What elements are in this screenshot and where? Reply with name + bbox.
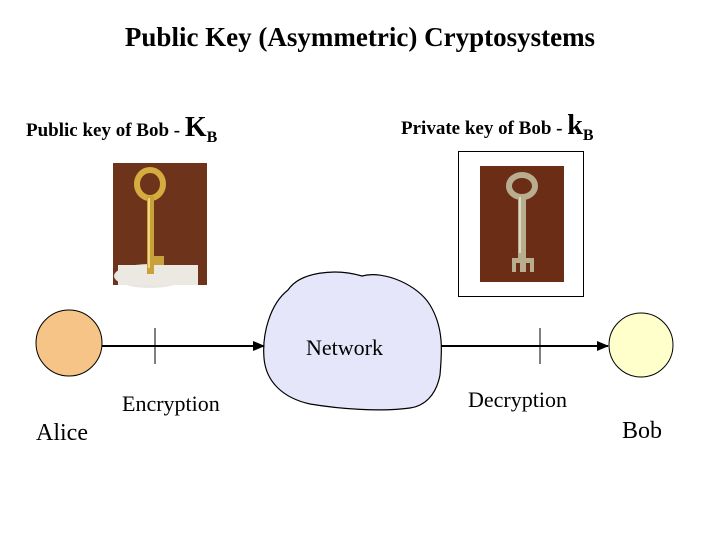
public-key-text: Public key of Bob - [26, 120, 185, 141]
public-key-label: Public key of Bob - KB [26, 112, 217, 147]
private-key-photo [480, 166, 564, 282]
private-key-letter: k [567, 110, 583, 141]
private-key-text: Private key of Bob - [401, 118, 568, 139]
private-key-subscript: B [582, 127, 594, 144]
private-key-label: Private key of Bob - kB [401, 110, 593, 145]
slide-title: Public Key (Asymmetric) Cryptosystems [124, 22, 596, 52]
alice-label: Alice [36, 420, 88, 446]
decryption-label: Decryption [468, 387, 567, 412]
alice-node [35, 309, 103, 377]
bob-node [608, 312, 674, 378]
encryption-label: Encryption [122, 391, 220, 416]
network-label: Network [306, 335, 383, 360]
public-key-subscript: B [206, 129, 218, 146]
network-cloud [263, 271, 443, 411]
public-key-letter: K [184, 112, 207, 143]
bob-label: Bob [622, 418, 663, 444]
public-key-photo [113, 163, 207, 288]
